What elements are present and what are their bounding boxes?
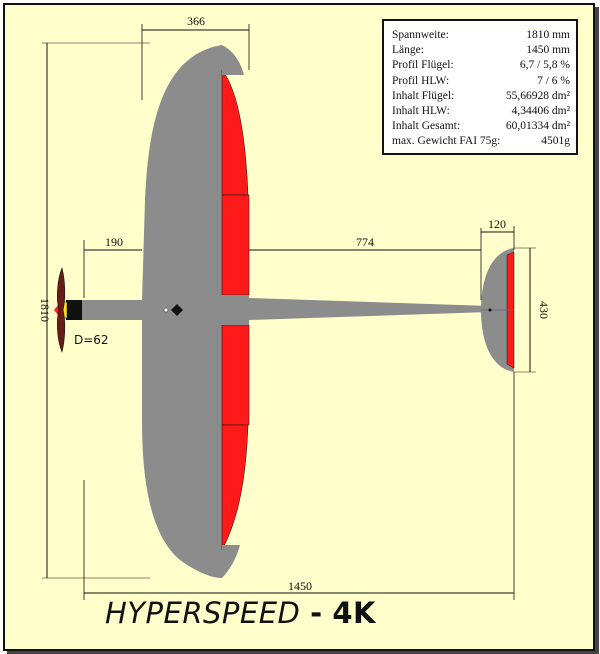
dim-stab-chord: 120: [488, 217, 506, 231]
model-title: HYPERSPEED - 4K: [105, 596, 376, 630]
flap-top: [221, 194, 250, 296]
spec-row: Profil HLW: 7 / 6 %: [392, 74, 570, 89]
wing-tip-top: [222, 45, 244, 75]
dim-wing-chord: 366: [187, 14, 205, 28]
spec-label: Inhalt Flügel:: [392, 89, 455, 102]
nose-ring: [66, 300, 82, 320]
spec-label: Inhalt HLW:: [392, 105, 450, 118]
stab-pivot: [488, 308, 492, 312]
dim-span: 1810: [38, 298, 52, 322]
wing: [142, 45, 222, 578]
spec-label: Inhalt Gesamt:: [392, 120, 461, 133]
spec-value: 1810 mm: [526, 29, 570, 41]
spec-label: Spannweite:: [392, 29, 449, 41]
fuselage: [80, 300, 142, 320]
propeller-label: D=62: [74, 333, 109, 347]
spec-label: max. Gewicht FAI 75g:: [392, 135, 501, 148]
cg-diamond: [171, 304, 183, 316]
dim-nose-to-wing: 190: [105, 235, 123, 249]
dim-length: 1450: [288, 579, 312, 593]
spec-label: Profil HLW:: [392, 74, 450, 87]
spec-value: 7 / 6 %: [537, 74, 570, 87]
spec-value: 1450 mm: [526, 44, 570, 57]
flap-bottom: [221, 324, 250, 426]
spec-row: Spannweite: 1810 mm: [392, 28, 570, 43]
spec-value: 60,01334 dm²: [505, 120, 570, 133]
aileron-top: [221, 69, 249, 196]
spec-row: Länge: 1450 mm: [392, 43, 570, 58]
title-dash: -: [310, 596, 323, 630]
spec-label: Länge:: [392, 44, 424, 57]
dim-stab-span: 430: [537, 301, 551, 319]
spec-row: Inhalt HLW: 4,34406 dm²: [392, 104, 570, 119]
spec-row: Inhalt Flügel: 55,66928 dm²: [392, 89, 570, 104]
spec-value: 55,66928 dm²: [505, 89, 570, 102]
cg-point: [163, 307, 169, 313]
model-suffix: 4K: [332, 596, 376, 630]
dim-tail-arm: 774: [356, 235, 374, 249]
spec-value: 6,7 / 5,8 %: [519, 59, 570, 72]
propeller: [57, 267, 66, 353]
spec-value: 4,34406 dm²: [511, 105, 570, 118]
spec-label: Profil Flügel:: [392, 59, 454, 72]
spec-row: Profil Flügel: 6,7 / 5,8 %: [392, 58, 570, 73]
spec-row: Inhalt Gesamt: 60,01334 dm²: [392, 119, 570, 134]
model-name: HYPERSPEED: [105, 596, 301, 630]
wing-tip-bottom: [222, 545, 240, 578]
spec-row: max. Gewicht FAI 75g: 4501g: [392, 134, 570, 149]
aileron-bottom: [221, 424, 249, 551]
spinner-red: [54, 304, 59, 316]
tail-boom: [249, 298, 490, 320]
wing-center: [222, 295, 249, 325]
spec-value: 4501g: [541, 135, 570, 148]
